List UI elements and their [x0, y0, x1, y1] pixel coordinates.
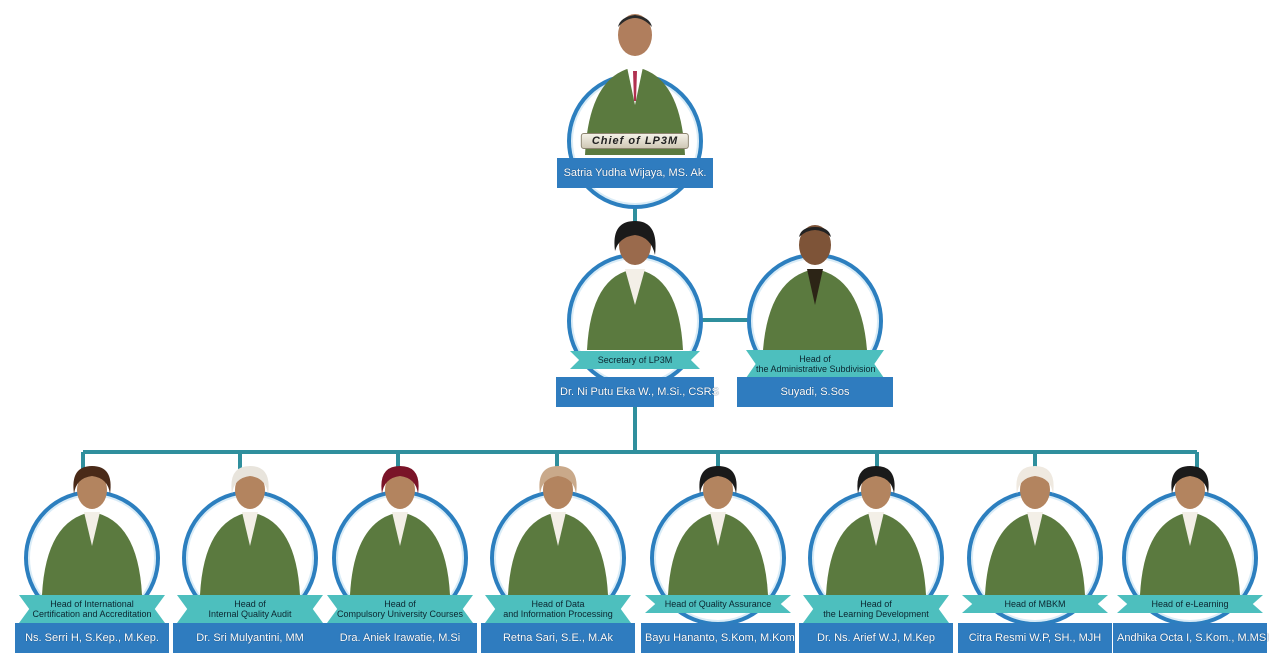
chief-plaque: Chief of LP3M	[580, 133, 690, 149]
admin-portrait-icon	[763, 225, 867, 350]
head-role-line1: Head of	[234, 599, 266, 609]
head-portrait-icon	[668, 466, 768, 595]
head-portrait-icon	[508, 466, 608, 595]
head-role-line2: Certification and Accreditation	[32, 609, 152, 619]
chief-node: Chief of LP3M Satria Yudha Wijaya, MS. A…	[555, 5, 715, 209]
head-role: Head of Quality Assurance	[645, 595, 791, 613]
head-portrait-icon	[826, 466, 926, 595]
head-name: Dra. Aniek Irawatie, M.Si	[323, 623, 477, 653]
admin-node: Head of the Administrative Subdivision S…	[735, 215, 895, 407]
secretary-role: Secretary of LP3M	[570, 351, 700, 369]
head-role-line1: Head of Data	[531, 599, 585, 609]
admin-role-line2: the Administrative Subdivision	[756, 364, 876, 374]
head-role-line1: Head of Quality Assurance	[664, 599, 772, 609]
secretary-portrait-icon	[587, 221, 683, 350]
head-role-line2: and Information Processing	[503, 609, 613, 619]
admin-name: Suyadi, S.Sos	[737, 377, 893, 407]
head-portrait-icon	[200, 466, 300, 595]
head-name: Ns. Serri H, S.Kep., M.Kep.	[15, 623, 169, 653]
head-name: Dr. Ns. Arief W.J, M.Kep	[799, 623, 953, 653]
head-portrait-icon	[42, 466, 142, 595]
head-role: Head of e-Learning	[1117, 595, 1263, 613]
head-role-line2: Compulsory University Courses	[337, 609, 464, 619]
head-role-line1: Head of e-Learning	[1151, 599, 1229, 609]
head-role: Head of MBKM	[962, 595, 1108, 613]
head-role-line2: the Learning Development	[823, 609, 929, 619]
head-role-line1: Head of International	[50, 599, 134, 609]
head-name: Bayu Hananto, S.Kom, M.Kom	[641, 623, 795, 653]
head-node: Head of MBKM Citra Resmi W.P, SH., MJH	[955, 460, 1115, 660]
head-name: Dr. Sri Mulyantini, MM	[173, 623, 327, 653]
head-portrait-icon	[350, 466, 450, 595]
head-role-line1: Head of	[384, 599, 416, 609]
admin-role: Head of the Administrative Subdivision	[746, 350, 884, 378]
head-role-line2: Internal Quality Audit	[208, 609, 292, 619]
secretary-node: Secretary of LP3M Dr. Ni Putu Eka W., M.…	[555, 215, 719, 407]
head-role-line1: Head of	[860, 599, 892, 609]
head-name: Citra Resmi W.P, SH., MJH	[958, 623, 1112, 653]
head-role-line1: Head of MBKM	[1004, 599, 1066, 609]
head-portrait-icon	[1140, 466, 1240, 595]
secretary-name: Dr. Ni Putu Eka W., M.Si., CSRS	[556, 377, 719, 407]
head-name: Andhika Octa I, S.Kom., M.MSI	[1113, 623, 1269, 653]
admin-role-line1: Head of	[799, 354, 831, 364]
chief-name: Satria Yudha Wijaya, MS. Ak.	[557, 158, 713, 188]
head-portrait-icon	[985, 466, 1085, 595]
head-name: Retna Sari, S.E., M.Ak	[481, 623, 635, 653]
